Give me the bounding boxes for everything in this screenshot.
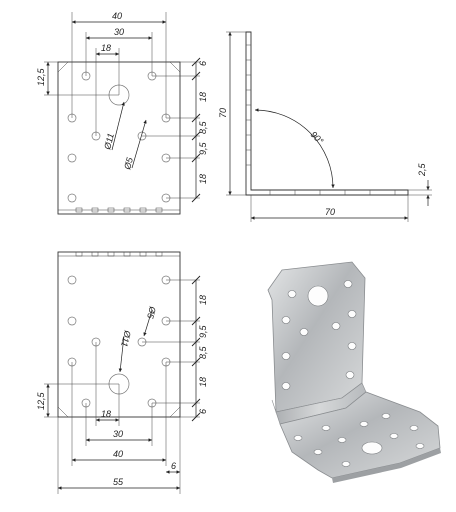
- back-dim-30: 30: [113, 429, 123, 439]
- back-dim-6: 6: [198, 409, 208, 414]
- front-dim-8-5: 8,5: [198, 120, 208, 134]
- back-view: 18 9,5 8,5 18 6 12,5 18 30 40 6 55 Ø5 Ø1…: [36, 251, 208, 494]
- front-dim-d5: Ø5: [122, 155, 135, 171]
- back-dim-18: 18: [101, 409, 111, 419]
- front-dim-12-5: 12,5: [36, 67, 46, 86]
- back-top-slots: [75, 251, 163, 257]
- side-dim-angle: 90°: [309, 129, 326, 146]
- back-dim-d5: Ø5: [145, 305, 158, 321]
- back-dim-12-5: 12,5: [36, 391, 46, 410]
- back-dim-d11: Ø11: [119, 329, 133, 348]
- front-dim-6: 6: [198, 61, 208, 66]
- front-dim-d11: Ø11: [102, 132, 116, 151]
- photo-holes-horizontal: [293, 413, 425, 467]
- back-dim-8-5: 8,5: [198, 345, 208, 359]
- side-dim-70-base: 70: [325, 207, 335, 217]
- back-dim-18a: 18: [198, 295, 208, 305]
- back-dim-9-5: 9,5: [198, 324, 208, 338]
- front-dim-30: 30: [114, 27, 124, 37]
- front-dim-18: 18: [101, 43, 111, 53]
- side-profile: [245, 31, 409, 196]
- side-dim-70-height: 70: [218, 108, 228, 118]
- front-dim-18a: 18: [198, 92, 208, 102]
- back-dim-6-offset: 6: [171, 461, 176, 471]
- back-dim-40: 40: [113, 449, 123, 459]
- side-dim-2-5: 2,5: [417, 162, 427, 177]
- front-dim-18b: 18: [198, 174, 208, 184]
- back-dim-18b: 18: [198, 377, 208, 387]
- side-view: 70 90° 70 2,5: [218, 31, 432, 222]
- front-dim-9-5: 9,5: [198, 141, 208, 155]
- photo-holes-vertical: [281, 280, 357, 390]
- bracket-photo: [267, 261, 441, 483]
- front-bottom-slots: [75, 207, 163, 213]
- back-dim-55: 55: [113, 477, 124, 487]
- front-view: 40 30 18 12,5 6 18 8,5 9,5 18 Ø11 Ø5: [36, 11, 208, 215]
- front-dim-40: 40: [112, 11, 122, 21]
